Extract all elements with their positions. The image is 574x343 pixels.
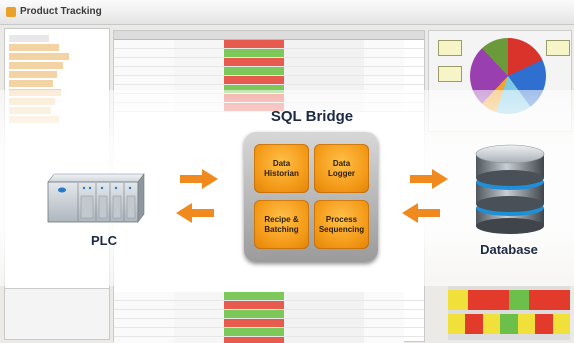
- pie-callout: [438, 40, 462, 56]
- module-recipe-batching: Recipe &Batching: [254, 200, 309, 249]
- pie-callout: [546, 40, 570, 56]
- plc-label: PLC: [91, 233, 117, 248]
- status-heatmap: [448, 286, 570, 340]
- database-label: Database: [480, 242, 538, 257]
- window-title: Product Tracking: [20, 6, 102, 17]
- pie-callout: [438, 66, 462, 82]
- window-titlebar: Product Tracking: [0, 0, 574, 25]
- arrow-right-icon: [410, 169, 448, 189]
- arrow-left-icon: [176, 203, 214, 223]
- diagram-title: SQL Bridge: [270, 108, 354, 125]
- tree-footer: [5, 288, 109, 339]
- arrow-right-icon: [180, 169, 218, 189]
- plc-device-icon: [47, 173, 145, 223]
- arrow-left-icon: [402, 203, 440, 223]
- database-icon: [475, 144, 545, 234]
- app-icon: [6, 7, 16, 17]
